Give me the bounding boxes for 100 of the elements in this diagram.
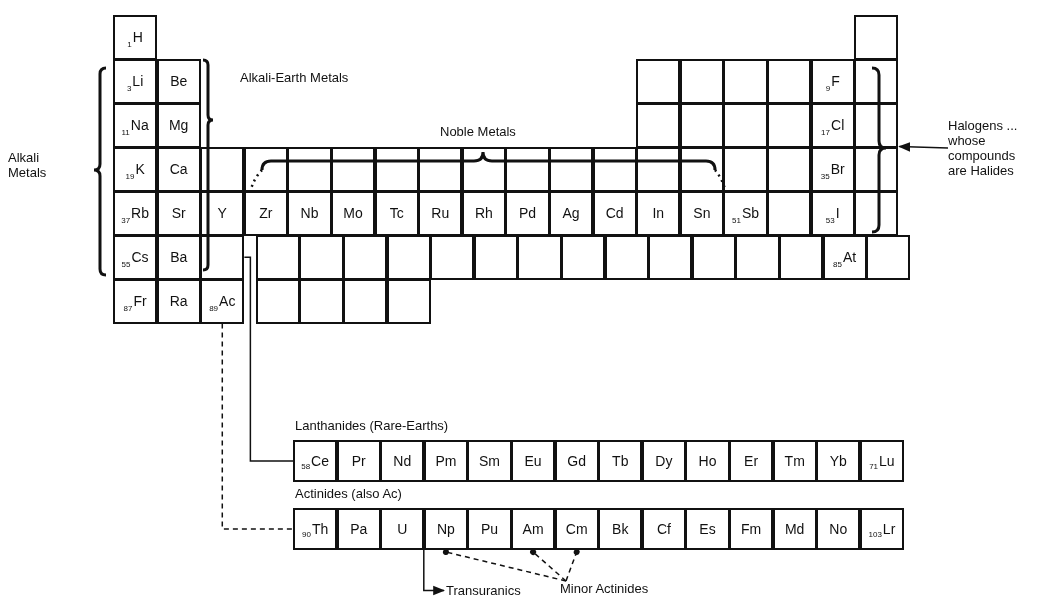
empty-cell	[505, 147, 550, 192]
element-cell	[467, 508, 512, 550]
element-cell	[505, 191, 550, 236]
atomic-number: 85	[833, 259, 842, 269]
element-cell	[461, 191, 506, 236]
element-cell	[287, 191, 332, 236]
empty-cell	[549, 147, 594, 192]
element-symbol: Zr	[259, 205, 273, 222]
empty-cell	[767, 147, 812, 192]
element-symbol: Pm	[435, 453, 457, 469]
element-cell	[374, 191, 419, 236]
element-symbol: Tc	[389, 205, 404, 222]
leader-line	[221, 322, 294, 530]
group-label: Minor Actinides	[560, 581, 680, 596]
row-heading: Actinides (also Ac)	[295, 486, 402, 502]
element-cell	[859, 508, 904, 550]
element-symbol: Be	[170, 73, 188, 90]
element-cell	[243, 191, 288, 236]
element-symbol: Br	[830, 161, 845, 178]
empty-cell	[243, 147, 288, 192]
element-symbol: I	[835, 205, 840, 222]
element-symbol: Mo	[343, 205, 363, 222]
element-symbol: Ra	[169, 293, 188, 310]
element-symbol: Fr	[133, 293, 147, 310]
element-symbol: Eu	[524, 453, 542, 469]
atomic-number: 71	[869, 462, 879, 471]
empty-cell	[679, 59, 724, 104]
element-cell	[554, 440, 599, 482]
element-symbol: Dy	[655, 453, 673, 469]
leader-line	[243, 256, 294, 462]
element-symbol: Sb	[741, 205, 759, 222]
element-cell	[511, 440, 556, 482]
atomic-number: 58	[301, 462, 311, 471]
element-symbol: Pu	[480, 521, 499, 537]
element-cell	[336, 440, 381, 482]
element-cell	[200, 191, 245, 236]
element-symbol: Nb	[300, 205, 319, 222]
element-row	[293, 418, 905, 482]
empty-cell	[255, 235, 300, 280]
empty-cell	[648, 235, 693, 280]
element-symbol: Ac	[219, 293, 236, 310]
empty-cell	[592, 147, 637, 192]
empty-cell	[299, 235, 344, 280]
empty-cell	[200, 147, 245, 192]
element-symbol: U	[397, 521, 408, 537]
element-symbol: Cs	[131, 249, 149, 266]
empty-cell	[679, 147, 724, 192]
empty-cell	[200, 235, 245, 280]
element-cell	[592, 191, 637, 236]
element-cell	[810, 103, 855, 148]
element-cell	[113, 235, 158, 280]
arrow	[898, 142, 949, 152]
element-cell	[156, 103, 201, 148]
atomic-number: 35	[820, 171, 830, 181]
empty-cell	[343, 235, 388, 280]
element-cell	[816, 508, 861, 550]
element-cell	[156, 147, 201, 192]
leader-line	[530, 549, 567, 582]
group-label: Transuranics	[446, 583, 536, 598]
element-symbol: In	[652, 205, 665, 222]
empty-cell	[723, 59, 768, 104]
empty-cell	[723, 147, 768, 192]
empty-cell	[723, 103, 768, 148]
element-cell	[423, 508, 468, 550]
element-symbol: Th	[311, 521, 329, 537]
atomic-number: 1	[127, 39, 132, 49]
atomic-number: 90	[301, 530, 311, 539]
element-symbol: Ag	[562, 205, 580, 222]
element-cell	[113, 15, 158, 60]
element-cell	[331, 191, 376, 236]
element-cell	[822, 235, 867, 280]
element-cell	[685, 440, 730, 482]
group-label: Halogens ... whose compounds are Halides	[948, 118, 1032, 178]
atomic-number: 17	[821, 127, 830, 137]
bracket-label: Alkali Metals	[8, 150, 48, 180]
element-cell	[293, 440, 338, 482]
element-symbol: No	[829, 521, 848, 537]
element-cell	[810, 191, 855, 236]
atomic-number: 103	[868, 530, 882, 539]
element-cell	[810, 59, 855, 104]
element-symbol: Ce	[311, 453, 329, 469]
atomic-number: 19	[125, 171, 135, 181]
empty-cell	[854, 15, 899, 60]
element-cell	[156, 59, 201, 104]
element-symbol: Es	[699, 521, 716, 537]
empty-cell	[386, 279, 431, 324]
element-symbol: Lr	[882, 521, 896, 537]
element-cell	[511, 508, 556, 550]
element-cell	[156, 191, 201, 236]
element-cell	[729, 508, 774, 550]
element-symbol: Cl	[831, 117, 845, 134]
element-symbol: Cf	[656, 521, 671, 537]
element-row	[293, 486, 905, 550]
element-cell	[336, 508, 381, 550]
element-cell	[859, 440, 904, 482]
element-symbol: Gd	[567, 453, 587, 469]
element-symbol: Np	[436, 521, 455, 537]
empty-cell	[636, 103, 681, 148]
empty-cell	[636, 147, 681, 192]
element-symbol: Ba	[170, 249, 188, 266]
